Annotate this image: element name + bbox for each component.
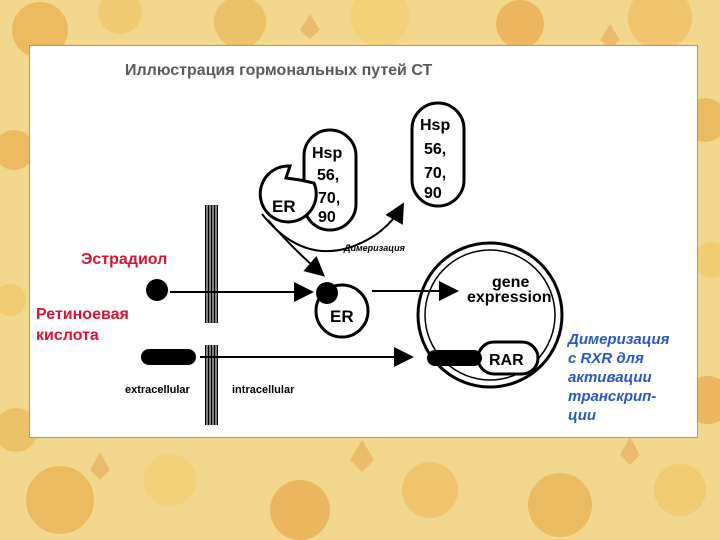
hsp-label: Hsp (312, 145, 342, 162)
er-bound-label: ER (330, 307, 354, 326)
er-receptor-shape (258, 164, 318, 224)
gene-label: gene (492, 274, 529, 291)
hsp-free-label: Hsp (420, 117, 450, 134)
hsp-56-label: 56, (317, 167, 339, 184)
slide-title: Иллюстрация гормональных путей СТ (125, 62, 433, 79)
hsp-er-complex: Hsp 56, 70, 90 ER (258, 128, 358, 232)
rxr-dimerization-note: Димеризация с RXR для активации транскри… (568, 331, 670, 424)
retinoic-acid-label-line1: Ретиноевая (36, 306, 129, 323)
dimerization-label: Димеризация (343, 243, 406, 253)
nucleus-membrane (416, 241, 564, 389)
dissociation-arrow (261, 202, 404, 253)
rar-receptor: RAR (427, 340, 540, 376)
hsp-70-label: 70, (318, 190, 340, 207)
hsp-90-label: 90 (318, 209, 336, 226)
hsp-free: Hsp 56, 70, 90 (410, 101, 466, 208)
rar-label: RAR (489, 352, 524, 369)
extracellular-label: extracellular (125, 384, 191, 396)
intracellular-label: intracellular (232, 384, 295, 396)
hsp-free-70-label: 70, (424, 165, 446, 182)
retinoic-acid-label-line2: кислота (36, 327, 99, 344)
er-release-arrow (267, 219, 326, 277)
retinoic-acid-molecule (141, 349, 196, 365)
estradiol-label: Эстрадиол (81, 251, 168, 268)
hsp-free-90-label: 90 (424, 185, 442, 202)
cell-membrane (205, 205, 218, 425)
hsp-free-56-label: 56, (424, 141, 446, 158)
expression-label: expression (467, 289, 551, 306)
er-label: ER (272, 197, 296, 216)
er-bound: ER (314, 282, 370, 339)
estradiol-molecule (146, 279, 168, 301)
